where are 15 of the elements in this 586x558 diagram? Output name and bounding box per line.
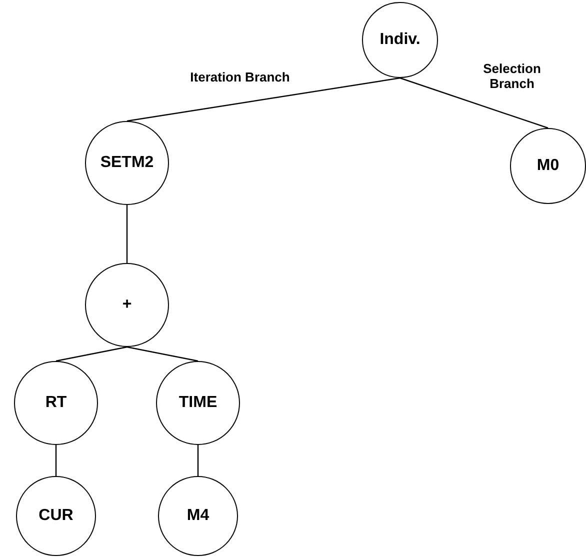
connector-line xyxy=(126,77,400,122)
connector-line xyxy=(126,346,198,362)
node-label: Indiv. xyxy=(380,31,420,49)
node-label: + xyxy=(122,296,132,314)
node-label: SETM2 xyxy=(100,154,154,172)
node-label: RT xyxy=(45,394,67,412)
connector-line xyxy=(126,205,128,263)
node-label: M4 xyxy=(186,507,210,525)
connector-line xyxy=(197,445,199,476)
node-label: CUR xyxy=(38,507,74,525)
connector-line xyxy=(400,77,548,129)
connector-line xyxy=(56,346,128,362)
node-label: TIME xyxy=(178,394,218,412)
node-label: M0 xyxy=(536,157,560,175)
connector-line xyxy=(55,445,57,476)
